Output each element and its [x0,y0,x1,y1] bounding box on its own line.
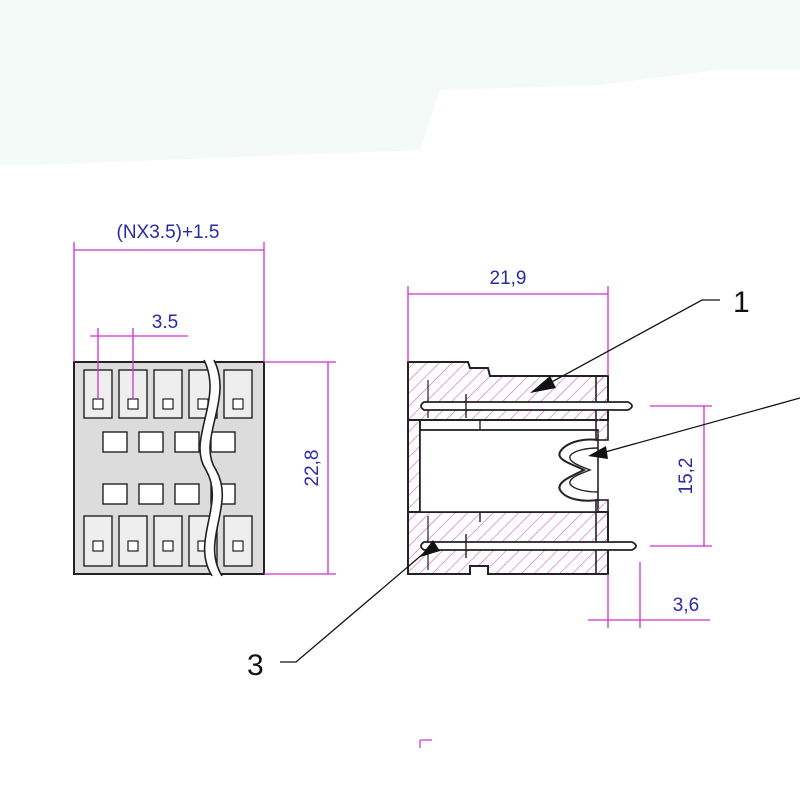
upper-pin [420,394,633,418]
screw-square [92,398,104,410]
paper-background [0,70,800,800]
side-dimensions [407,286,712,628]
callout-leaders [280,299,800,663]
window [174,483,200,505]
arrowhead-2 [588,446,608,459]
terminal-slot [153,515,183,567]
dim-pin-spacing: 15,2 [676,458,697,495]
front-view [73,359,265,577]
window [102,431,128,453]
contact-spring [558,438,599,502]
top-terminal-row [83,369,253,419]
callout-label-1: 1 [733,286,750,319]
screw-square [127,398,139,410]
callout-arrowheads [420,376,608,557]
dim-depth: 21,9 [490,268,527,289]
screw-square [162,540,174,552]
window [138,483,164,505]
dim-overall-width: (NX3.5)+1.5 [117,222,220,243]
screw-square [162,398,174,410]
screw-square [92,540,104,552]
dim-pin-offset: 3,6 [673,595,699,616]
side-section-view [407,361,637,575]
dim-pitch: 3.5 [152,312,178,333]
terminal-slot [223,369,253,419]
callout-label-3: 3 [247,649,264,682]
contact-spring-inner [569,447,599,493]
hatched-left-wall [407,419,421,513]
dim-front-height: 22,8 [302,450,323,487]
screw-square [127,540,139,552]
window [102,483,128,505]
arrowhead-3 [420,540,440,557]
screw-square [232,398,244,410]
lower-pin [420,534,637,558]
right-end-lower [595,499,609,575]
terminal-slot [118,515,148,567]
break-band [199,360,223,576]
arrowhead-1 [530,376,556,393]
break-line [199,359,214,577]
window-row-upper [102,431,236,453]
break-line [209,359,224,577]
screw-square [232,540,244,552]
window [138,431,164,453]
screw-square [197,398,209,410]
terminal-slot [153,369,183,419]
bottom-terminal-row [83,515,253,567]
window [210,431,236,453]
window [174,431,200,453]
front-dimensions [73,242,336,575]
